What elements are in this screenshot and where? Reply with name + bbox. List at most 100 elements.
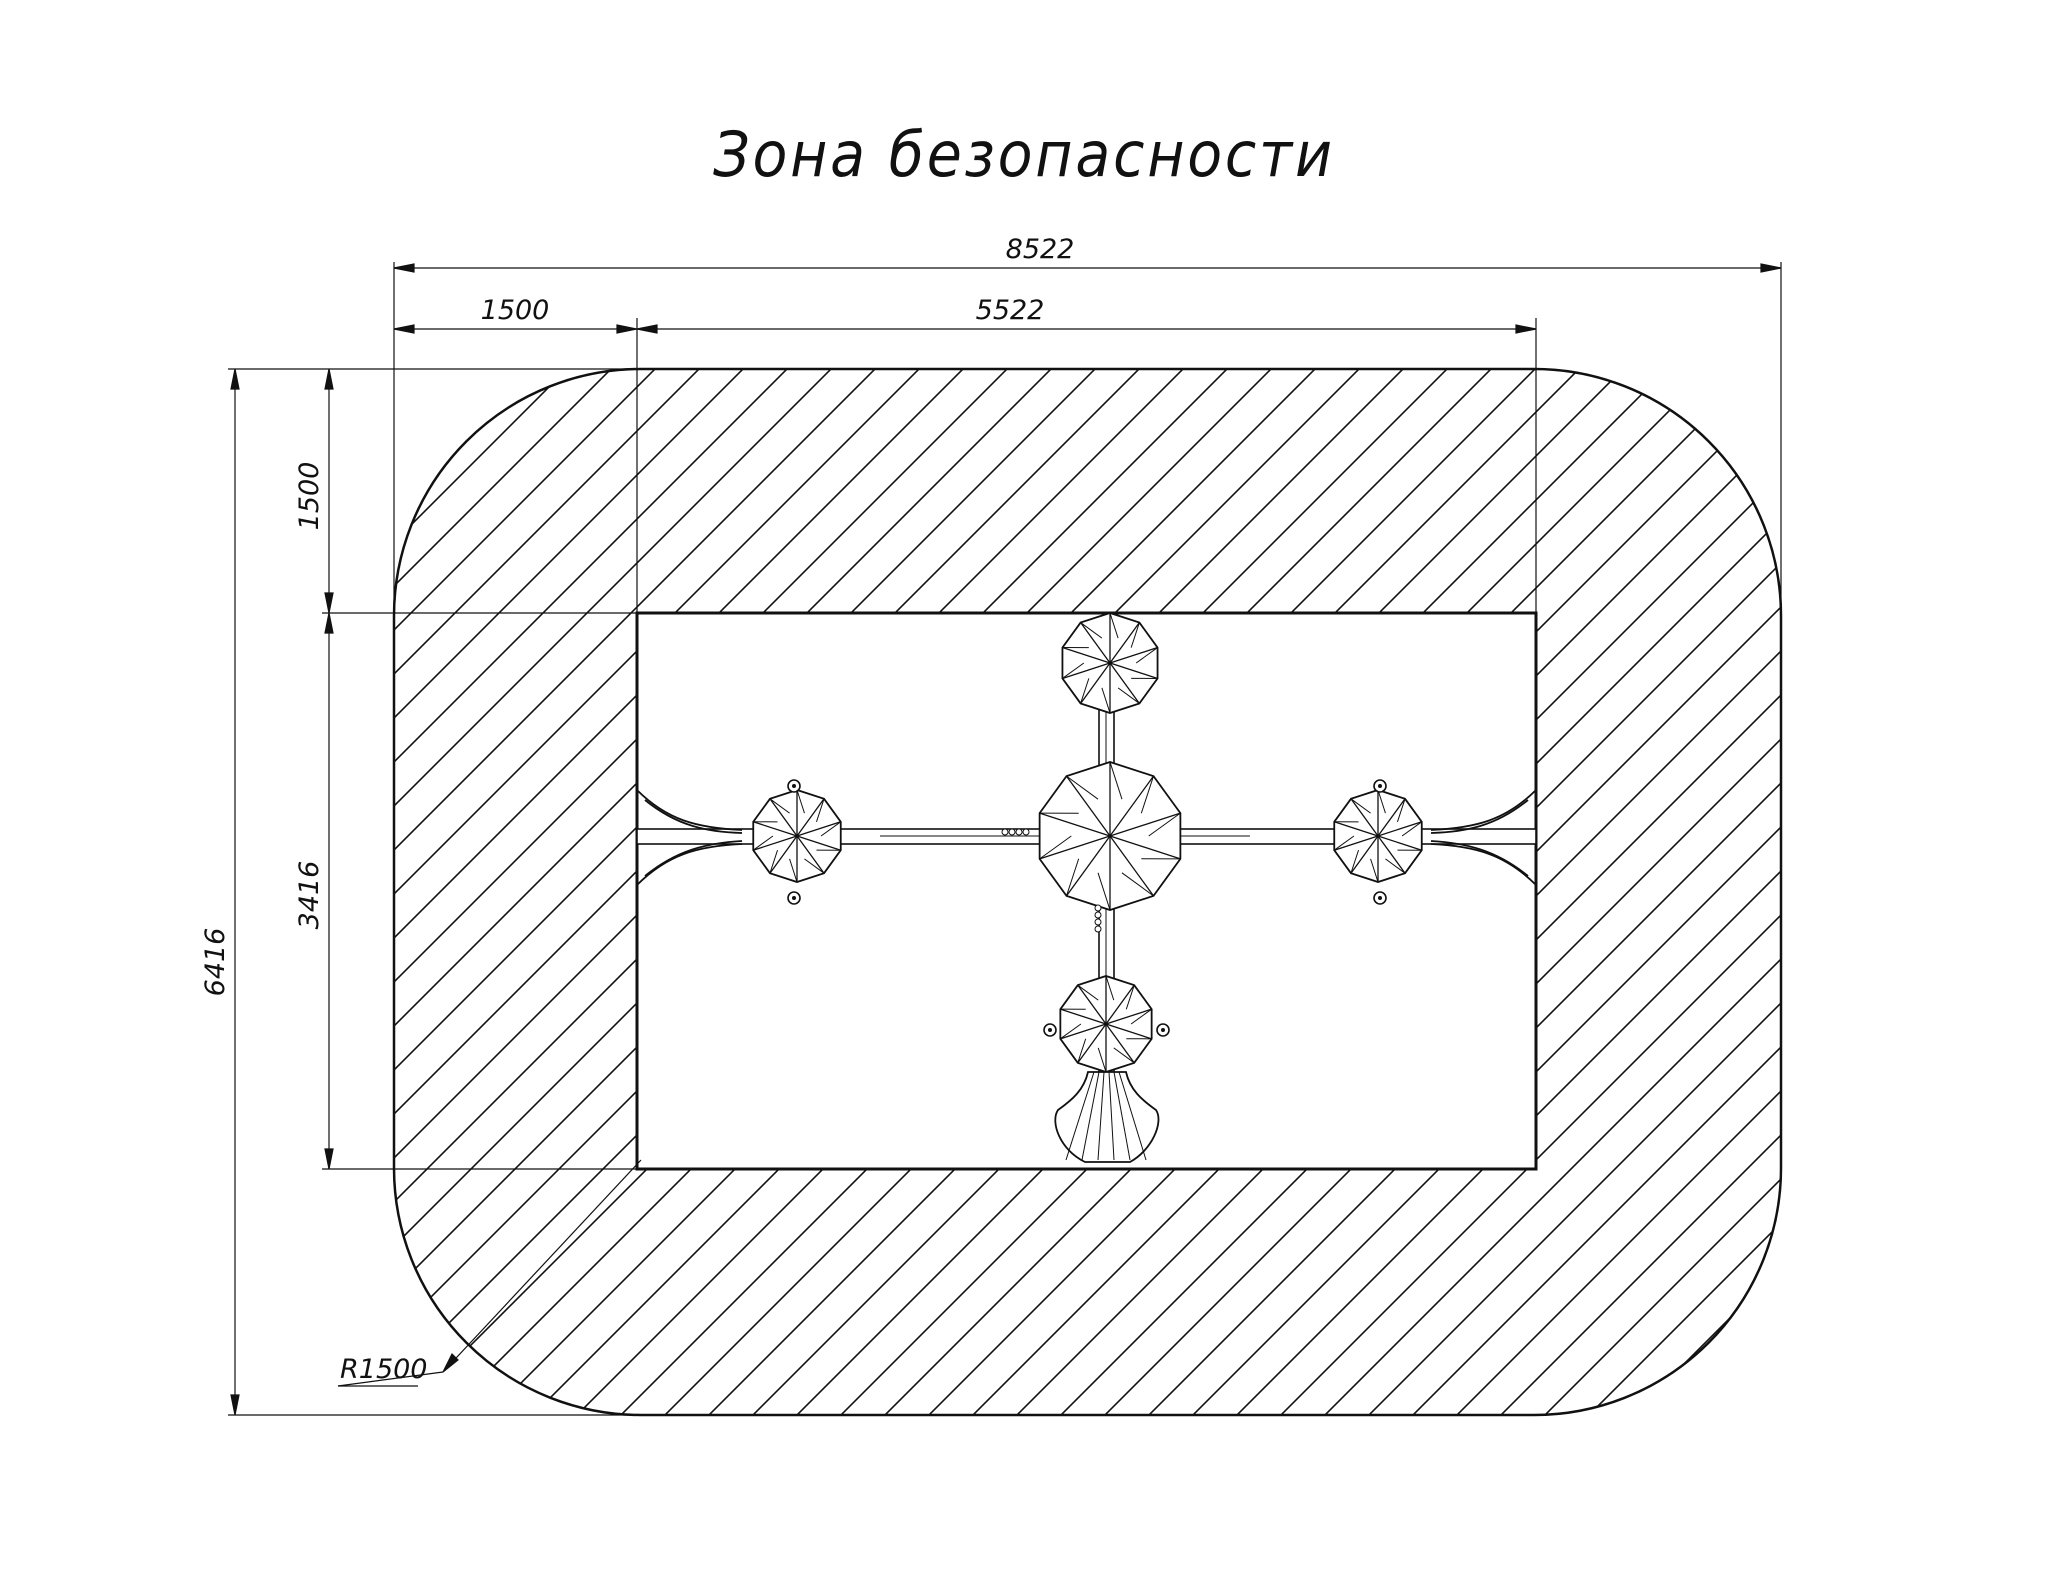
seat-fold	[1121, 872, 1154, 897]
flare-curve	[1430, 789, 1537, 831]
seat-rib	[1109, 812, 1181, 837]
seat-rib	[1350, 798, 1379, 837]
seat-fold	[1130, 622, 1140, 648]
seat-rib	[1062, 662, 1111, 680]
hatch-line	[0, 0, 364, 1583]
bottom-seat	[1059, 975, 1153, 1073]
hatch-line	[963, 369, 1781, 1415]
seat-fold	[1080, 622, 1103, 639]
seat-fold	[1350, 798, 1371, 814]
seat-fold	[1350, 849, 1360, 874]
seat-rib	[796, 835, 825, 874]
hatch-line	[394, 369, 1289, 1415]
safety-zone-outline	[392, 367, 1783, 1417]
hatch-line	[394, 369, 453, 1415]
chain-link	[1008, 828, 1016, 836]
dim-overall-height: 6416	[200, 928, 231, 997]
flare-curve	[636, 789, 743, 831]
right-flare-support	[1430, 789, 1537, 886]
seat-fold	[1077, 984, 1099, 1001]
top-seat	[1061, 612, 1159, 714]
dim-equipment-width: 5522	[976, 295, 1045, 326]
dim-corner-radius: R1500	[340, 1354, 427, 1385]
flare-curve	[1430, 843, 1537, 886]
hatch-line	[394, 369, 1421, 1415]
seat-fold	[1062, 662, 1085, 679]
hatch-line	[0, 0, 188, 1583]
bolt-center	[1378, 784, 1382, 788]
flare-rib	[1081, 1071, 1100, 1161]
hatch-line	[1800, 0, 2048, 1583]
seat-fold	[1097, 872, 1111, 911]
seat-rib	[796, 798, 825, 837]
hatch-line	[394, 369, 497, 1415]
flare-curve	[1430, 840, 1529, 877]
seat-fold	[1333, 835, 1355, 851]
dim-overall-width: 8522	[1006, 234, 1075, 265]
hatch-line	[1667, 369, 1781, 1415]
seat-rib	[1065, 835, 1111, 897]
seat-rib	[1105, 1008, 1152, 1025]
seat-fold	[815, 798, 825, 823]
seat-rib	[1105, 984, 1135, 1025]
seat-rib	[1334, 835, 1379, 851]
seat-rib	[753, 821, 798, 837]
seat-fold	[1401, 821, 1423, 837]
seat-rib	[1105, 1023, 1152, 1040]
hatch-line	[875, 369, 1781, 1415]
flare-rib	[1118, 1071, 1147, 1161]
dimension-lines	[230, 263, 1782, 1416]
hatch-line	[1579, 369, 1781, 1415]
hatch-line	[0, 0, 144, 1583]
hatch-line	[1183, 369, 1781, 1415]
seat-rib	[769, 798, 798, 837]
dim-equipment-height: 3416	[294, 861, 325, 930]
chain-link	[1094, 904, 1102, 912]
seat-rib	[1377, 821, 1422, 837]
left-seat	[752, 789, 842, 883]
seat-rib	[1039, 812, 1111, 837]
bolt-center	[792, 896, 796, 900]
seat-fold	[1097, 1047, 1107, 1073]
hatch-line	[394, 369, 1333, 1415]
seat-fold	[1370, 858, 1379, 883]
hatch-line	[1007, 369, 1781, 1415]
chain-link	[1094, 925, 1102, 933]
seat-fold	[804, 858, 825, 874]
hatch-line	[0, 0, 320, 1583]
seat-rib	[1039, 835, 1111, 860]
hatch-line	[394, 369, 673, 1415]
hatch-line	[1711, 369, 1781, 1415]
seat-rib	[796, 835, 841, 851]
flare-rib	[1113, 1071, 1131, 1161]
seat-fold	[1130, 1008, 1152, 1025]
chain-link	[1094, 911, 1102, 919]
seat-fold	[1105, 975, 1115, 1001]
flare-rib	[1065, 1071, 1095, 1161]
hatch-line	[394, 369, 629, 1415]
hatch-line	[1227, 369, 1781, 1415]
seat-rib	[1109, 835, 1181, 860]
seat-fold	[1385, 858, 1406, 874]
seat-rib	[1105, 1023, 1135, 1064]
seat-rib	[1077, 984, 1107, 1025]
seat-rib	[1377, 798, 1406, 837]
seat-fold	[1140, 775, 1154, 814]
seat-fold	[1060, 1023, 1082, 1040]
bottom-flare-support	[1054, 1071, 1160, 1163]
flare-body	[1054, 1071, 1160, 1163]
chain-link	[1001, 828, 1009, 836]
seat-fold	[789, 858, 798, 883]
hatch-line	[394, 369, 717, 1415]
flare-rib	[1097, 1071, 1105, 1161]
seat-rib	[1109, 646, 1158, 664]
seat-fold	[1080, 678, 1090, 704]
hatch-line	[1844, 0, 2048, 1583]
seat-fold	[820, 821, 842, 837]
hatch-line	[1139, 369, 1781, 1415]
seat-fold	[1396, 798, 1406, 823]
hatch-line	[394, 369, 1245, 1415]
hatch-line	[743, 369, 1781, 1415]
right-seat	[1333, 789, 1423, 883]
flare-curve	[636, 843, 743, 886]
